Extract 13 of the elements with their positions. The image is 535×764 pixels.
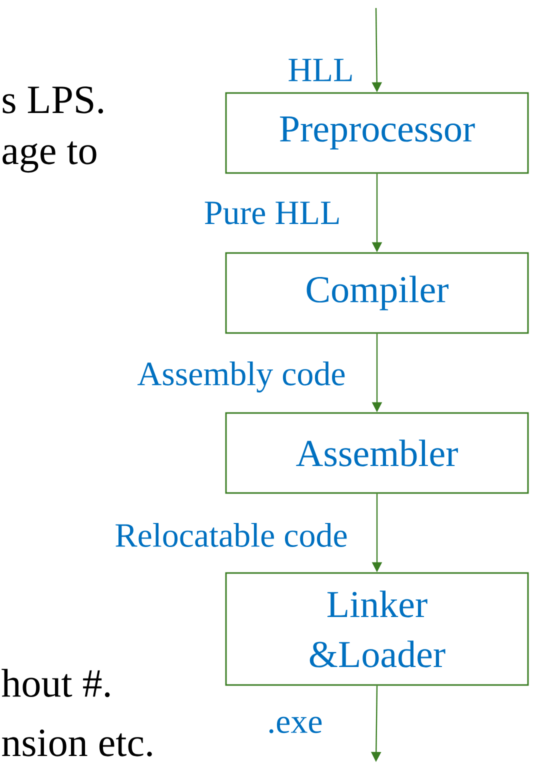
edge-label: Assembly code (137, 362, 345, 392)
process-box: Linker &Loader (225, 572, 529, 686)
body-text: hout #. (2, 668, 110, 698)
edge-label: .exe (269, 716, 322, 734)
edge-label: HLL (288, 58, 352, 82)
body-text: nsion etc. (2, 729, 152, 757)
process-box: Compiler (225, 252, 529, 334)
process-box: Preprocessor (225, 92, 529, 174)
body-text: s LPS. (2, 86, 104, 114)
edge-label: Relocatable code (116, 523, 347, 547)
edge-label: Pure HLL (204, 202, 339, 224)
process-box: Assembler (225, 412, 529, 494)
body-text: age to (2, 141, 96, 173)
